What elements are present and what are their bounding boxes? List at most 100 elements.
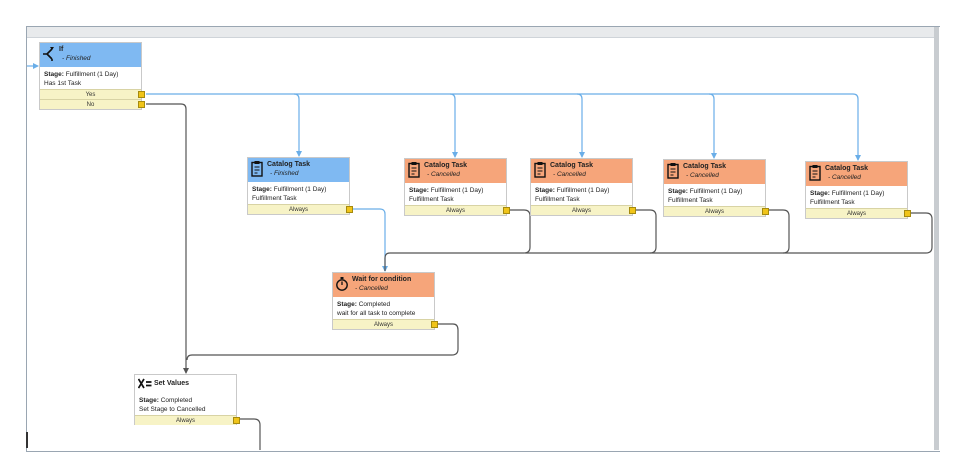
activity-catalog-task-2[interactable]: Catalog Task - Cancelled Stage: Fulfillm…	[404, 158, 510, 216]
activity-description: Set Stage to Cancelled	[139, 406, 206, 413]
connector-yes-task2	[449, 93, 458, 158]
condition-label: Yes	[85, 92, 96, 98]
condition-port[interactable]	[904, 210, 911, 217]
canvas-edge-marker	[26, 432, 28, 448]
connector-yes-task4	[708, 93, 717, 159]
stage-label: Stage:	[668, 188, 688, 195]
stage-value: Fulfillment (1 Day)	[65, 71, 119, 78]
stage-label: Stage:	[535, 187, 555, 194]
activity-state: - Cancelled	[355, 285, 388, 292]
activity-description: Fulfillment Task	[252, 195, 297, 202]
condition-port[interactable]	[503, 207, 510, 214]
activity-catalog-task-3[interactable]: Catalog Task - Cancelled Stage: Fulfillm…	[530, 158, 636, 216]
branch-icon	[43, 47, 54, 61]
condition-always[interactable]: Always	[664, 206, 769, 216]
activity-description: Has 1st Task	[44, 80, 82, 87]
activity-header: Catalog Task - Finished	[248, 158, 349, 182]
connector-set-out	[240, 418, 261, 450]
condition-always[interactable]: Always	[248, 204, 353, 214]
stage-value: Completed	[358, 301, 391, 308]
condition-always[interactable]: Always	[531, 205, 636, 215]
connector-yes-task1	[293, 93, 302, 157]
condition-port[interactable]	[138, 91, 145, 98]
activity-catalog-task-4[interactable]: Catalog Task - Cancelled Stage: Fulfillm…	[663, 159, 769, 217]
connector-task2-wait	[384, 209, 531, 271]
stage-label: Stage:	[337, 301, 357, 308]
activity-title: Catalog Task	[825, 165, 869, 172]
vertical-scrollbar[interactable]	[934, 27, 939, 450]
activity-title: Catalog Task	[683, 163, 727, 170]
condition-label: Always	[846, 211, 866, 217]
connector-wait-out	[186, 323, 459, 361]
stage-label: Stage:	[810, 190, 830, 197]
stage-label: Stage:	[44, 71, 64, 78]
activity-body: Stage: Fulfillment (1 Day) Fulfillment T…	[405, 183, 506, 205]
activity-header: Set Values	[135, 375, 236, 393]
activity-header: Catalog Task - Cancelled	[664, 160, 765, 184]
condition-always[interactable]: Always	[806, 208, 911, 218]
connector-yes-task3	[576, 93, 585, 158]
clipboard-icon	[534, 162, 546, 178]
condition-always[interactable]: Always	[405, 205, 510, 215]
stage-value: Fulfillment (1 Day)	[556, 187, 610, 194]
stage-value: Fulfillment (1 Day)	[689, 188, 743, 195]
activity-body: Stage: Completed Set Stage to Cancelled	[135, 393, 236, 415]
activity-header: Catalog Task - Cancelled	[806, 162, 907, 186]
condition-label: Always	[175, 418, 195, 424]
condition-label: Always	[445, 208, 465, 214]
set-values-icon	[138, 378, 152, 389]
clipboard-icon	[251, 161, 263, 177]
activity-catalog-task-1[interactable]: Catalog Task - Finished Stage: Fulfillme…	[247, 157, 353, 215]
activity-description: Fulfillment Task	[535, 196, 580, 203]
condition-port[interactable]	[138, 101, 145, 108]
activity-body: Stage: Fulfillment (1 Day) Fulfillment T…	[248, 182, 349, 204]
activity-description: Fulfillment Task	[810, 199, 855, 206]
activity-header: Catalog Task - Cancelled	[405, 159, 506, 183]
activity-header: If - Finished	[40, 43, 141, 67]
connector-task1-wait	[353, 208, 388, 272]
connector-task3-wait	[525, 209, 657, 254]
condition-no[interactable]: No	[40, 99, 145, 109]
activity-title: Catalog Task	[267, 161, 311, 168]
clipboard-icon	[809, 165, 821, 181]
condition-yes[interactable]: Yes	[40, 89, 145, 99]
activity-state: - Cancelled	[686, 172, 719, 179]
activity-set-values[interactable]: Set Values Stage: Completed Set Stage to…	[134, 374, 240, 425]
activity-title: Catalog Task	[424, 162, 468, 169]
condition-label: Always	[571, 208, 591, 214]
condition-port[interactable]	[629, 207, 636, 214]
activity-catalog-task-5[interactable]: Catalog Task - Cancelled Stage: Fulfillm…	[805, 161, 911, 219]
activity-state: - Cancelled	[553, 171, 586, 178]
condition-always[interactable]: Always	[135, 415, 240, 425]
activity-header: Catalog Task - Cancelled	[531, 159, 632, 183]
condition-port[interactable]	[431, 321, 438, 328]
condition-always[interactable]: Always	[333, 319, 438, 329]
connector-yes-main	[146, 93, 861, 161]
activity-state: - Finished	[62, 55, 91, 62]
activity-title: Set Values	[154, 380, 190, 387]
activity-wait-for-condition[interactable]: Wait for condition - Cancelled Stage: Co…	[332, 272, 438, 330]
stage-value: Fulfillment (1 Day)	[430, 187, 484, 194]
condition-port[interactable]	[233, 417, 240, 424]
activity-title: Catalog Task	[550, 162, 594, 169]
timer-icon	[336, 277, 348, 291]
condition-label: Always	[288, 207, 308, 213]
stage-value: Fulfillment (1 Day)	[273, 186, 327, 193]
activity-description: wait for all task to complete	[337, 310, 416, 317]
activity-state: - Finished	[270, 170, 299, 177]
activity-if[interactable]: If - Finished Stage: Fulfillment (1 Day)…	[39, 42, 145, 110]
condition-port[interactable]	[762, 208, 769, 215]
connector-task5-wait	[783, 212, 933, 254]
stage-label: Stage:	[409, 187, 429, 194]
activity-body: Stage: Fulfillment (1 Day) Fulfillment T…	[531, 183, 632, 205]
condition-label: No	[86, 102, 95, 108]
activity-body: Stage: Fulfillment (1 Day) Fulfillment T…	[806, 186, 907, 208]
stage-label: Stage:	[139, 397, 159, 404]
stage-label: Stage:	[252, 186, 272, 193]
condition-port[interactable]	[346, 206, 353, 213]
condition-label: Always	[373, 322, 393, 328]
stage-value: Fulfillment (1 Day)	[831, 190, 885, 197]
activity-title: If	[59, 46, 64, 53]
clipboard-icon	[667, 163, 679, 179]
